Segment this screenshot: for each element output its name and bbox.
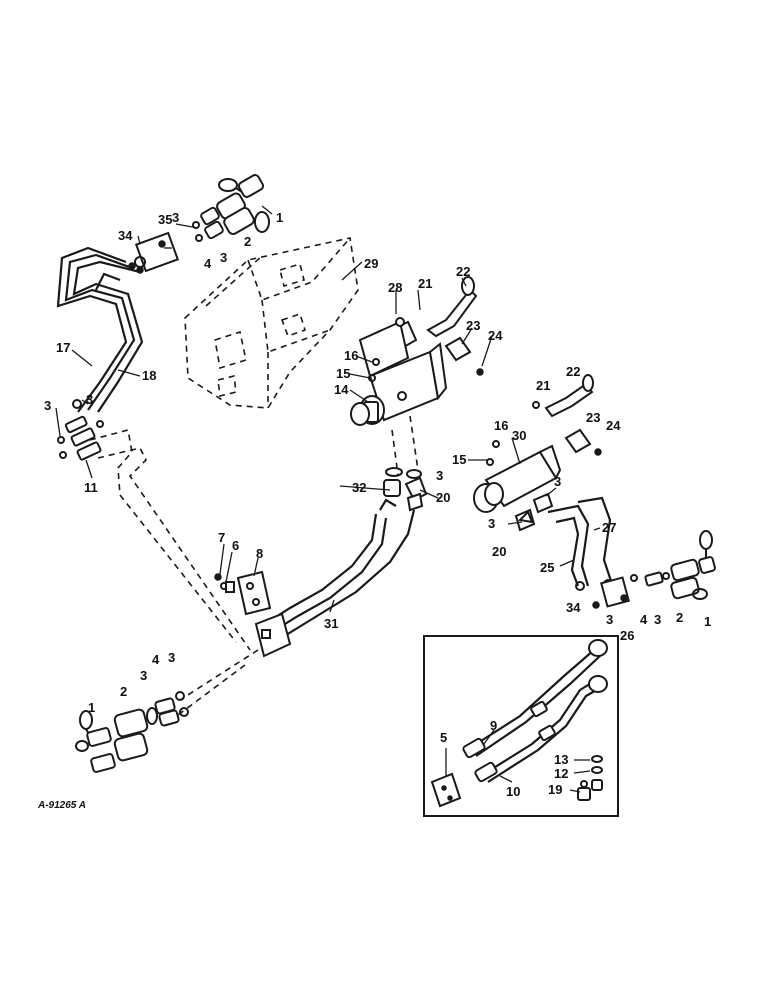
callout-16: 16 (344, 348, 358, 363)
callout-23: 23 (466, 318, 480, 333)
callout-2: 2 (244, 234, 251, 249)
lower-left-couplers (75, 691, 189, 773)
callout-4: 4 (152, 652, 160, 667)
callout-14: 14 (334, 382, 349, 397)
gear-housing-29 (184, 237, 359, 409)
lever-assembly-right (532, 374, 602, 456)
callout-1: 1 (276, 210, 283, 225)
callout-24: 24 (488, 328, 503, 343)
callout-31: 31 (324, 616, 338, 631)
bracket-8 (214, 570, 272, 616)
callout-3: 3 (168, 650, 175, 665)
callout-22: 22 (456, 264, 470, 279)
control-valve-14 (350, 320, 448, 426)
callout-18: 18 (142, 368, 156, 383)
callout-6: 6 (232, 538, 239, 553)
callout-1: 1 (704, 614, 711, 629)
callout-26: 26 (620, 628, 634, 643)
callout-22: 22 (566, 364, 580, 379)
callout-21: 21 (536, 378, 550, 393)
callout-3: 3 (436, 468, 443, 483)
callout-2: 2 (676, 610, 683, 625)
callout-1: 1 (88, 700, 95, 715)
callout-7: 7 (218, 530, 225, 545)
callout-17: 17 (56, 340, 70, 355)
callout-2: 2 (120, 684, 127, 699)
fittings-11 (57, 399, 104, 461)
callout-3: 3 (86, 392, 93, 407)
callout-20: 20 (436, 490, 450, 505)
callout-15: 15 (452, 452, 466, 467)
callout-19: 19 (548, 782, 562, 797)
tubes-25-27 (547, 496, 614, 591)
callout-13: 13 (554, 752, 568, 767)
callout-3: 3 (606, 612, 613, 627)
callout-16: 16 (494, 418, 508, 433)
callout-34: 34 (566, 600, 581, 615)
callout-20: 20 (492, 544, 506, 559)
callout-8: 8 (256, 546, 263, 561)
callout-35: 35 (158, 212, 172, 227)
callout-3: 3 (488, 516, 495, 531)
callout-4: 4 (640, 612, 648, 627)
callout-10: 10 (506, 784, 520, 799)
callout-4: 4 (204, 256, 212, 271)
left-coupler-assembly (128, 174, 270, 274)
callout-23: 23 (586, 410, 600, 425)
right-coupler-assembly (592, 530, 716, 609)
callout-34: 34 (118, 228, 133, 243)
leader-lines (55, 205, 601, 793)
callout-29: 29 (364, 256, 378, 271)
callout-25: 25 (540, 560, 554, 575)
drawing-reference: A-91265 A (37, 800, 86, 811)
callout-3: 3 (654, 612, 661, 627)
lever-assembly-21-24 (395, 276, 484, 376)
tubes-17-18 (56, 246, 144, 413)
fittings-20-32 (383, 467, 534, 524)
callout-28: 28 (388, 280, 402, 295)
callout-3: 3 (554, 474, 561, 489)
callout-3: 3 (172, 210, 179, 225)
callout-12: 12 (554, 766, 568, 781)
callout-5: 5 (440, 730, 447, 745)
callout-27: 27 (602, 520, 616, 535)
callout-labels: 1 2 3 35 34 4 3 29 28 21 22 23 24 16 15 … (37, 210, 711, 811)
control-valve-30 (473, 440, 562, 532)
callout-15: 15 (336, 366, 350, 381)
callout-11: 11 (84, 480, 98, 495)
main-lines-31 (254, 498, 416, 658)
callout-3: 3 (220, 250, 227, 265)
callout-3: 3 (44, 398, 51, 413)
callout-21: 21 (418, 276, 432, 291)
inset-panel (423, 635, 619, 817)
callout-30: 30 (512, 428, 526, 443)
callout-32: 32 (352, 480, 366, 495)
callout-24: 24 (606, 418, 621, 433)
callout-3: 3 (140, 668, 147, 683)
callout-9: 9 (490, 718, 497, 733)
